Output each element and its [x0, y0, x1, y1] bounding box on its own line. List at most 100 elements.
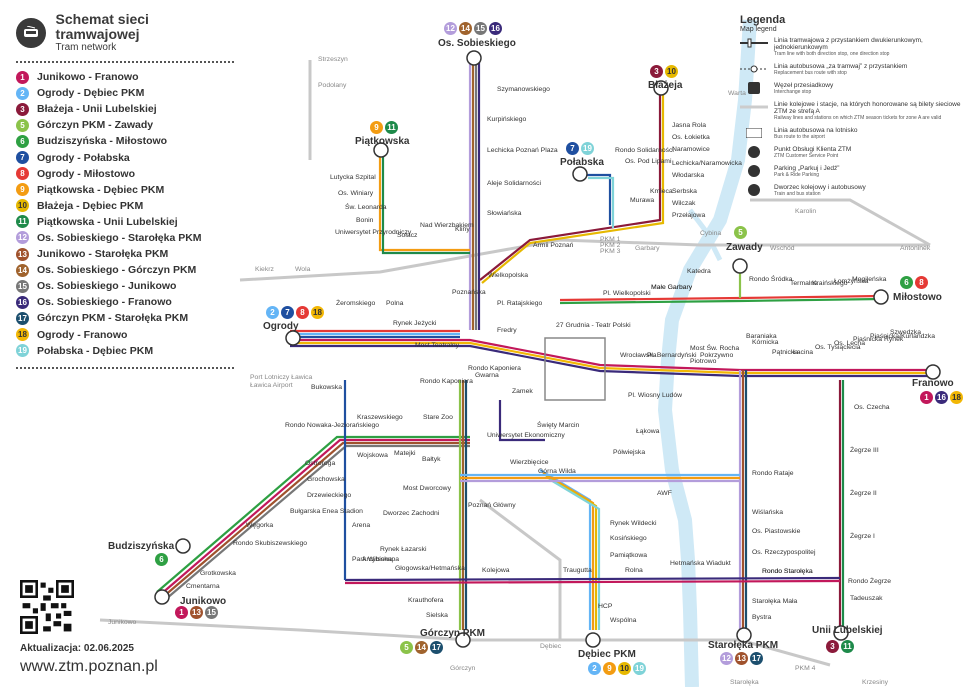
- website-link[interactable]: www.ztm.poznan.pl: [20, 658, 158, 675]
- terminal-label: Połabska: [560, 157, 604, 168]
- stop-label: Murawa: [630, 197, 655, 204]
- place-label: Strzeszyn: [318, 56, 348, 63]
- place-label: Krzesiny: [862, 679, 889, 686]
- stop-label: Małe Garbary: [651, 284, 693, 291]
- line-name: Połabska - Dębiec PKM: [37, 344, 154, 357]
- railway-lines: [99, 60, 931, 667]
- place-label: Wola: [295, 266, 311, 273]
- stop-label: Święty Marcin: [537, 422, 580, 429]
- line-badge: 19: [16, 344, 29, 358]
- legend-item: Linie kolejowe i stacje, na których hono…: [740, 101, 970, 121]
- terminal-line-badge: 11: [385, 121, 398, 134]
- place-label: Garbary: [635, 245, 660, 252]
- place-label: Górczyn: [450, 665, 476, 672]
- legend-title: Legenda: [740, 14, 786, 26]
- line-badge: 3: [16, 102, 29, 116]
- stop-label: Os. Tysiąclecia: [815, 344, 861, 351]
- stop-label: Most Teatralny: [415, 342, 460, 349]
- terminal-line-badge: 3: [650, 65, 663, 78]
- terminal-label: Unii Lubelskiej: [812, 625, 883, 636]
- legend-item-en: ZTM Customer Service Point: [774, 153, 839, 159]
- line-name: Ogrody - Miłostowo: [37, 167, 135, 180]
- stop-label: Pokrzywno: [700, 352, 734, 359]
- terminal-line-badge: 15: [474, 22, 487, 35]
- terminal-line-badge: 1: [920, 391, 933, 404]
- stop-label: Fredry: [497, 327, 517, 334]
- stop-label: Wielkopolska: [488, 272, 529, 279]
- place-label: Antoninek: [900, 245, 931, 252]
- terminal-line-badge: 18: [950, 391, 963, 404]
- stop-label: AWF: [657, 490, 672, 497]
- line-badge: 12: [16, 231, 29, 245]
- stop-label: Głogowska/Hetmańska: [395, 565, 465, 572]
- stop-label: Uniwersytet Przyrodniczy: [335, 229, 412, 236]
- qr-code[interactable]: [20, 580, 74, 634]
- stop-label: Gwarna: [475, 372, 499, 379]
- stop-label: Rondo Żegrze: [848, 578, 892, 585]
- line-name: Błażeja - Unii Lubelskiej: [37, 103, 157, 116]
- stop-label: Lechicka Poznań Plaza: [487, 147, 558, 154]
- stop-label: Małe Garbary: [651, 284, 693, 291]
- terminal-line-badge: 10: [665, 65, 678, 78]
- stop-label: Kórnicka: [752, 339, 779, 346]
- line-name: Os. Sobieskiego - Starołęka PKM: [37, 231, 202, 244]
- line-3[interactable]: 3 Błażeja - Unii Lubelskiej: [16, 101, 234, 117]
- stop-label: Słowiańska: [487, 210, 522, 217]
- stop-label: Park Wilsona: [352, 556, 393, 563]
- terminal-line-badge: 2: [266, 306, 279, 319]
- line-8[interactable]: 8 Ogrody - Miłostowo: [16, 166, 234, 182]
- update-date: Aktualizacja: 02.06.2025: [20, 643, 134, 654]
- river-warta: [657, 19, 757, 687]
- line-badge: 2: [16, 86, 29, 100]
- stop-label: Zamek: [512, 388, 533, 395]
- stop-label: Os. Piastowskie: [752, 528, 801, 535]
- stop-label: Łacina: [793, 349, 814, 356]
- stop-label: Żegrze III: [850, 447, 879, 454]
- stop-label: Rynek Wildecki: [610, 520, 657, 527]
- stop-label: Bułgarska Enea Stadion: [290, 508, 363, 515]
- line-badge: 18: [16, 328, 29, 342]
- line-badge: 15: [16, 279, 29, 293]
- legend-item-pl: Linia autobusowa na lotnisko: [774, 127, 858, 134]
- stop-label: Os. Winiary: [338, 190, 374, 197]
- stop-label: Lechicka/Naramowicka: [672, 160, 742, 167]
- stop-label: Szymanowskiego: [497, 86, 550, 93]
- stop-label: Rondo Kaponiera: [420, 378, 473, 385]
- legend-item-en: Tram line with both direction stop, one …: [774, 51, 890, 57]
- stop-label: Naramowice: [672, 146, 710, 153]
- stop-label: Arena: [352, 522, 371, 529]
- stop-label: Grotkowska: [200, 570, 236, 577]
- line-12[interactable]: 12 Os. Sobieskiego - Starołęka PKM: [16, 230, 234, 246]
- legend-item-pl: Dworzec kolejowy i autobusowy: [774, 184, 866, 191]
- legend-item-pl: Parking „Parkuj i Jedź”: [774, 165, 840, 172]
- stop-label: Sołacz: [397, 232, 418, 239]
- stop-label: HCP: [598, 603, 613, 610]
- stop-label: Baraniaka: [746, 333, 777, 340]
- legend-item-en: Park & Ride Parking: [774, 172, 820, 178]
- line-badge: 8: [16, 167, 29, 181]
- line-badge: 7: [16, 151, 29, 165]
- airport-bus-icon: [740, 127, 768, 139]
- terminal-line-badge: 8: [915, 276, 928, 289]
- stop-label: Bałtyk: [422, 456, 441, 463]
- stop-label: Pl. Ratajskiego: [497, 300, 543, 307]
- stop-label: Bonin: [356, 217, 374, 224]
- stop-label: Św. Leonarda: [345, 204, 387, 211]
- line-19[interactable]: 19 Połabska - Dębiec PKM: [16, 343, 234, 359]
- stop-label: Wierzbięcice: [510, 459, 549, 466]
- terminal-label: Budziszyńska: [108, 541, 175, 552]
